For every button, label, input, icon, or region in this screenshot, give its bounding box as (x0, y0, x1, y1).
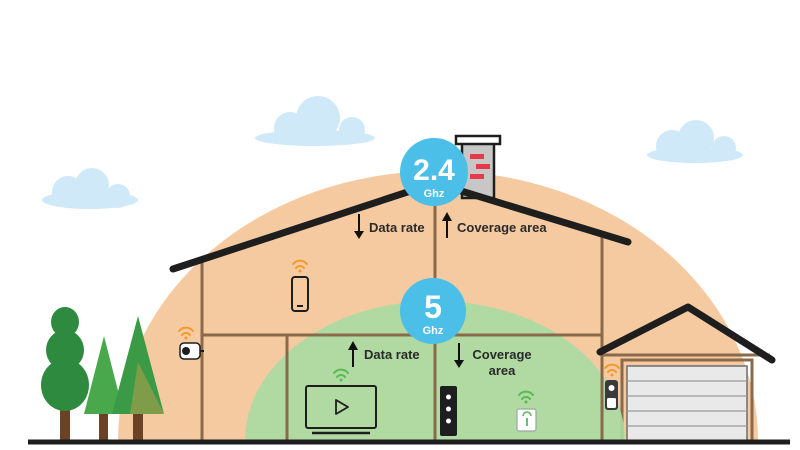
label-5ghz-coverage-line2: area (489, 363, 517, 378)
arrow-up-icon (348, 341, 358, 367)
speaker-icon (440, 386, 457, 436)
tv-icon (305, 385, 377, 435)
wifi-icon (333, 368, 349, 382)
arrow-down-icon (454, 343, 464, 368)
label-24ghz-data-rate: Data rate (369, 220, 425, 235)
cloud-right (647, 120, 743, 163)
badge-5ghz: 5 Ghz (400, 278, 466, 344)
label-5ghz-data-rate: Data rate (364, 347, 420, 362)
wifi-icon (292, 259, 308, 273)
arrow-up-icon (442, 212, 452, 238)
wifi-icon (604, 363, 620, 377)
tree-pine-right (112, 316, 164, 441)
arrow-down-icon (354, 214, 364, 239)
tree-pine-left (84, 336, 124, 441)
phone-icon (291, 276, 309, 312)
label-24ghz-coverage: Coverage area (457, 220, 547, 235)
badge-24ghz-unit: Ghz (424, 188, 445, 200)
cloud-left (42, 168, 138, 209)
security-camera-icon (179, 342, 204, 360)
chimney (454, 134, 502, 200)
tree-round (41, 307, 89, 441)
smart-plug-icon (516, 408, 537, 432)
doorbell-icon (605, 380, 618, 410)
garage-door (626, 365, 748, 442)
badge-24ghz-value: 2.4 (413, 154, 455, 187)
label-5ghz-coverage-line1: Coverage (472, 347, 531, 362)
wifi-icon (518, 390, 534, 404)
cloud-center (255, 96, 375, 146)
badge-5ghz-unit: Ghz (423, 325, 444, 337)
wifi-icon (178, 326, 194, 340)
badge-5ghz-value: 5 (424, 289, 442, 325)
badge-24ghz: 2.4 Ghz (400, 138, 468, 206)
